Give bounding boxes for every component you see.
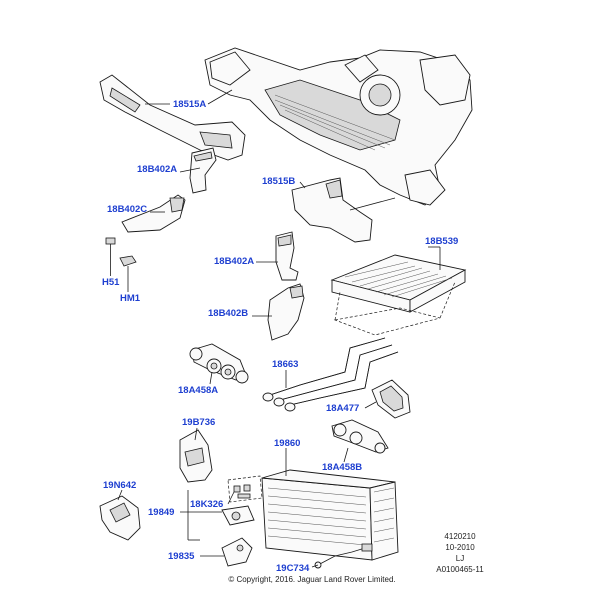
reference-line-1: 4120210 xyxy=(444,532,476,541)
housing-19B736 xyxy=(179,429,213,483)
callout-19C734: 19C734 xyxy=(276,563,310,574)
reference-line-4: A0100465-11 xyxy=(436,565,484,574)
heater-pipes-18663 xyxy=(262,337,399,412)
callout-HM1: HM1 xyxy=(120,293,141,304)
sensor-lead-19C734 xyxy=(314,543,373,569)
callout-19N642: 19N642 xyxy=(103,480,136,491)
duct-piece-18B402C xyxy=(121,194,186,233)
hvac-housing-assembly xyxy=(204,47,473,206)
reference-line-3: LJ xyxy=(456,554,464,563)
pipe-manifold-18A458B xyxy=(331,419,389,454)
duct-19N642 xyxy=(99,495,141,541)
callout-18A458B: 18A458B xyxy=(322,462,362,473)
part-19835 xyxy=(221,537,253,567)
clip-HM1 xyxy=(119,255,137,292)
duct-piece-18B402B xyxy=(267,283,305,341)
duct-piece-18B402A-upper xyxy=(189,147,217,194)
duct-18515A xyxy=(99,74,246,161)
pipe-manifold-18A458A xyxy=(189,343,249,384)
callout-18B402C: 18B402C xyxy=(107,204,147,215)
callout-18B539: 18B539 xyxy=(425,236,458,247)
callout-18A458A: 18A458A xyxy=(178,385,218,396)
callout-18B402A-middle: 18B402A xyxy=(214,256,254,267)
filter-18B539 xyxy=(330,254,467,313)
seal-18A477 xyxy=(371,379,411,419)
callout-18K326: 18K326 xyxy=(190,499,223,510)
reference-line-2: 10-2010 xyxy=(445,543,475,552)
duct-18515B xyxy=(291,177,373,243)
filter-install-guide xyxy=(333,281,456,336)
callout-19B736: 19B736 xyxy=(182,417,215,428)
screw-H51 xyxy=(105,237,116,276)
callout-18515B: 18515B xyxy=(262,176,295,187)
callout-18515A: 18515A xyxy=(173,99,206,110)
heater-core-19860 xyxy=(261,469,399,561)
drawing-reference-block: 4120210 10-2010 LJ A0100465-11 xyxy=(436,532,484,574)
callout-19849: 19849 xyxy=(148,507,174,518)
callout-18B402B: 18B402B xyxy=(208,308,248,319)
callout-19835: 19835 xyxy=(168,551,195,562)
copyright-notice: © Copyright, 2016. Jaguar Land Rover Lim… xyxy=(228,575,395,584)
actuator-19849 xyxy=(221,505,255,526)
callout-18B402A-upper: 18B402A xyxy=(137,164,177,175)
callout-18663: 18663 xyxy=(272,359,298,370)
leader-18515B-housing xyxy=(349,197,396,211)
callout-H51: H51 xyxy=(102,277,120,288)
callout-18A477: 18A477 xyxy=(326,403,359,414)
leader-lines xyxy=(117,89,441,568)
callout-19860: 19860 xyxy=(274,438,300,449)
callout-labels: 18515A 18B402A 18B402C H51 HM1 18515B 18… xyxy=(102,99,458,574)
duct-piece-18B402A-middle xyxy=(275,231,299,281)
bracket-set-18K326 xyxy=(227,475,263,503)
